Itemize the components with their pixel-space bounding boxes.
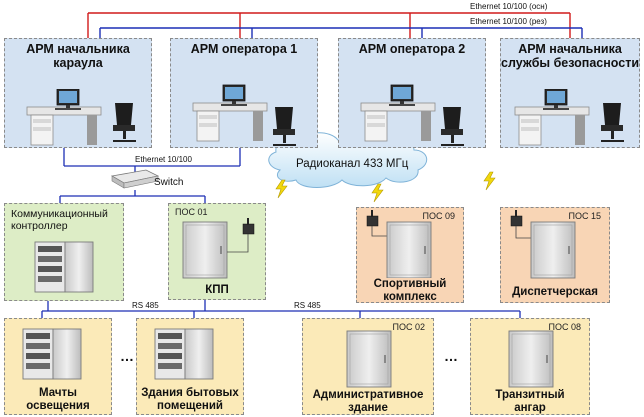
workstation-title-line1: АРМ начальника — [26, 42, 130, 56]
workstation-chief-security: АРМ начальника службы безопасности — [500, 38, 640, 148]
post-kpp: ПОС 01 КПП — [168, 203, 266, 300]
post-label: Диспетчерская — [512, 286, 598, 298]
ethernet-lan-label: Ethernet 10/100 — [135, 155, 192, 164]
post-id: ПОС 08 — [548, 322, 581, 332]
post-cabinet-image — [182, 218, 255, 279]
ethernet-main-line — [87, 12, 571, 38]
ellipsis-left: … — [120, 348, 135, 364]
unit-label-line1: Здания бытовых — [141, 387, 239, 399]
radio-signal-icon — [371, 183, 384, 203]
switch-device — [110, 169, 160, 189]
ethernet-reserve-label: Ethernet 10/100 (рез) — [470, 17, 547, 26]
workstation-title-line2: караула — [53, 56, 103, 70]
workstation-operator-1: АРМ оператора 1 — [170, 38, 318, 148]
post-label-line2: комплекс — [383, 291, 437, 303]
rs485-label: RS 485 — [294, 301, 321, 310]
post-sport-complex: ПОС 09 Спортивный комплекс — [356, 207, 464, 303]
post-cabinet-image — [508, 330, 554, 388]
unit-label-line2: помещений — [157, 400, 223, 412]
communication-controller: Коммуникационный контроллер — [4, 203, 124, 301]
unit-label-line2: освещения — [26, 400, 90, 412]
workstation-operator-2: АРМ оператора 2 — [338, 38, 486, 148]
post-admin-building: ПОС 02 Административное здание — [302, 318, 434, 415]
post-cabinet-image — [366, 209, 432, 278]
radio-channel-label: Радиоканал 433 МГц — [296, 158, 409, 170]
post-dispatch: ПОС 15 Диспетчерская — [500, 207, 610, 303]
post-id: ПОС 09 — [422, 211, 455, 221]
unit-label-line1: Мачты — [39, 387, 77, 399]
post-label: КПП — [205, 284, 229, 296]
post-cabinet-image — [510, 209, 576, 279]
post-id: ПОС 15 — [568, 211, 601, 221]
post-id: ПОС 02 — [392, 322, 425, 332]
workstation-desk-image — [514, 89, 625, 146]
post-label-line1: Транзитный — [495, 389, 565, 401]
workstation-desk-image — [26, 89, 137, 146]
ellipsis-right: … — [444, 348, 459, 364]
controller-label-line2: контроллер — [11, 220, 68, 232]
controller-cabinet-image — [34, 241, 94, 293]
workstation-chief-guard: АРМ начальника караула — [4, 38, 152, 148]
rs485-label: RS 485 — [132, 301, 159, 310]
post-label-line1: Административное — [312, 389, 424, 401]
workstation-title-line1: АРМ оператора 2 — [358, 42, 466, 56]
radio-signal-icon — [275, 179, 288, 199]
unit-cabinet-image — [154, 328, 214, 380]
post-label-line2: здание — [348, 402, 388, 414]
workstation-title-line1: АРМ оператора 1 — [190, 42, 298, 56]
workstation-desk-image — [192, 84, 297, 146]
ethernet-reserve-line — [99, 27, 583, 38]
unit-cabinet-image — [22, 328, 82, 380]
workstation-desk-image — [360, 84, 465, 146]
rs485-bus — [41, 300, 521, 318]
ethernet-lan-line — [59, 148, 241, 203]
unit-household-buildings: Здания бытовых помещений — [136, 318, 244, 415]
unit-lighting-masts: Мачты освещения — [4, 318, 112, 415]
post-label-line1: Спортивный — [373, 278, 447, 290]
controller-label-line1: Коммуникационный — [11, 208, 108, 220]
radio-signal-icon — [483, 171, 496, 191]
post-transit-hangar: ПОС 08 Транзитный ангар — [470, 318, 590, 415]
ethernet-main-label: Ethernet 10/100 (осн) — [470, 2, 548, 11]
post-id: ПОС 01 — [175, 207, 208, 217]
post-label-line2: ангар — [514, 402, 546, 414]
post-cabinet-image — [346, 330, 392, 388]
workstation-title-line2: службы безопасности — [501, 56, 640, 70]
workstation-title-line1: АРМ начальника — [518, 42, 622, 56]
switch-label: Switch — [154, 177, 184, 188]
